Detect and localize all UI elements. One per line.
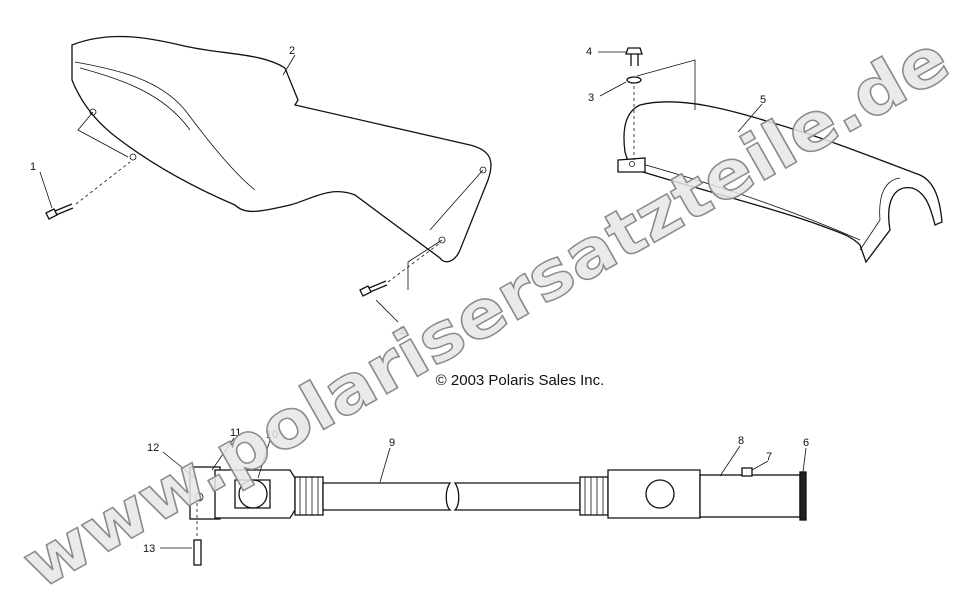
bolt-left-drawing (45, 161, 131, 220)
rear-seat-drawing (617, 59, 943, 264)
callout-8: 8 (738, 435, 744, 447)
driveshaft-drawing (189, 466, 807, 521)
callout-13: 13 (143, 543, 155, 555)
callout-5: 5 (760, 94, 766, 106)
callout-12: 12 (147, 442, 159, 454)
callout-2: 2 (289, 45, 295, 57)
roll-pin-drawing (193, 503, 202, 566)
front-seat-drawing (71, 35, 492, 290)
bolt-right-drawing (359, 242, 441, 297)
callout-11: 11 (230, 427, 241, 439)
callout-3: 3 (588, 92, 594, 104)
callout-6: 6 (803, 437, 809, 449)
leader-lines (39, 51, 807, 549)
callout-1: 1 (30, 161, 36, 173)
callout-1-rear: 1 (399, 325, 405, 337)
callout-10: 10 (266, 429, 278, 441)
callout-4: 4 (586, 46, 592, 58)
callout-7: 7 (766, 451, 772, 463)
copyright-text: © 2003 Polaris Sales Inc. (436, 372, 605, 389)
bolt-washer-drawing (625, 47, 643, 84)
callout-9: 9 (389, 437, 395, 449)
